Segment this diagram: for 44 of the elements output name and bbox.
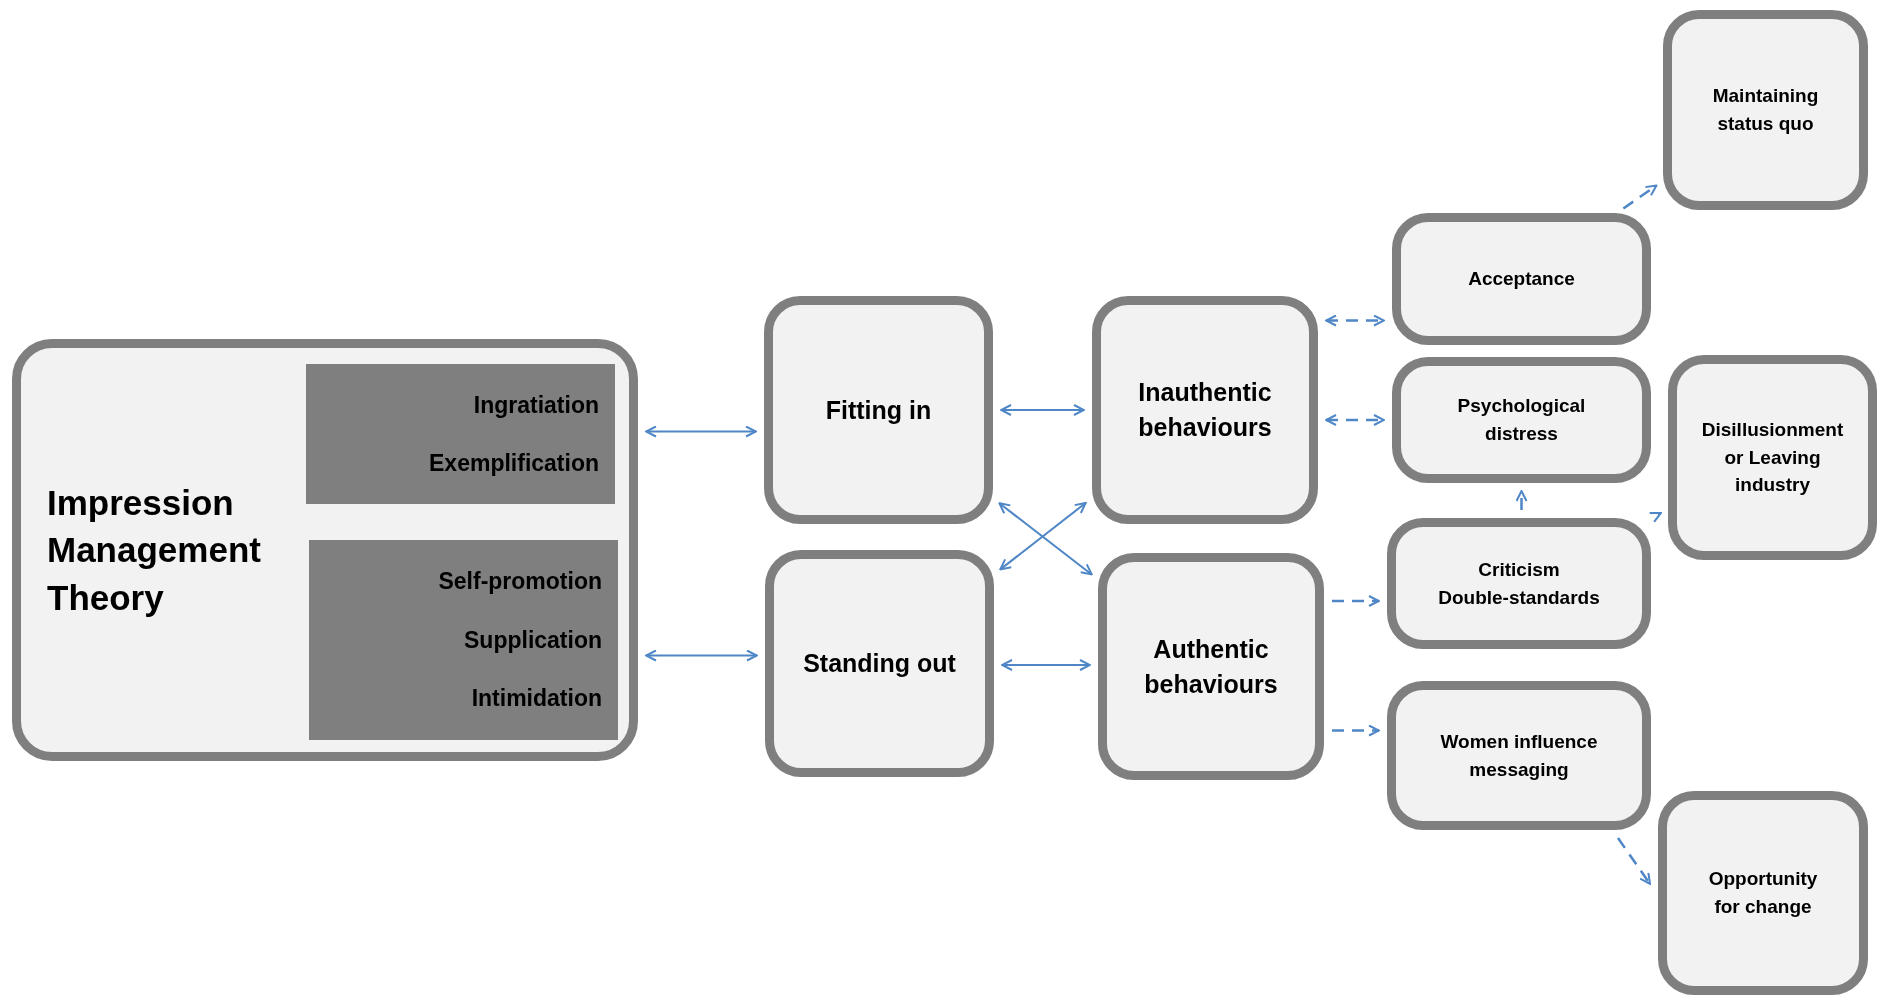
arrow <box>1648 511 1662 523</box>
box-label: Fitting in <box>825 394 932 426</box>
rounded-box <box>1387 518 1651 649</box>
box-label: Inauthentic behaviours <box>1137 377 1273 443</box>
category-label: Self-promotion <box>438 567 602 597</box>
arrow <box>1325 414 1385 426</box>
rounded-box <box>1092 296 1318 524</box>
category-label: Ingratiation <box>473 390 599 420</box>
arrow <box>1616 837 1652 885</box>
rounded-box <box>1387 681 1651 830</box>
arrow <box>1332 724 1380 737</box>
box-label: Impression Management Theory <box>47 482 262 619</box>
box-label: Opportunity for change <box>1707 867 1819 919</box>
box-label: Women influence messaging <box>1439 729 1599 782</box>
box-label: Criticism <box>1478 557 1560 582</box>
arrow <box>1515 490 1528 510</box>
rounded-box <box>1668 355 1877 560</box>
rounded-box <box>1663 10 1868 210</box>
rounded-box <box>1098 553 1324 780</box>
category-panel <box>306 364 615 504</box>
arrow <box>1001 659 1091 671</box>
box-label: Standing out <box>803 648 956 679</box>
box-label: Acceptance <box>1468 267 1575 292</box>
box-label: Psychological distress <box>1456 394 1587 446</box>
arrow <box>1325 314 1385 327</box>
arrow <box>1622 184 1658 210</box>
rounded-box <box>1392 213 1651 345</box>
rounded-box <box>12 339 638 761</box>
box-label: Authentic behaviours <box>1143 633 1279 700</box>
arrow <box>1332 595 1380 607</box>
arrow <box>1000 404 1085 416</box>
box-label: Double-standards <box>1438 585 1600 610</box>
rounded-box <box>764 296 993 524</box>
rounded-box <box>1658 791 1868 995</box>
rounded-box <box>1392 357 1651 483</box>
category-label: Supplication <box>464 625 602 655</box>
category-panel <box>309 540 618 740</box>
category-label: Exemplification <box>429 448 599 478</box>
category-label: Intimidation <box>471 684 602 714</box>
arrow <box>645 425 757 438</box>
rounded-box <box>765 550 994 777</box>
box-label: Maintaining status quo <box>1711 84 1820 136</box>
arrow <box>645 649 758 662</box>
box-label: Disillusionment or Leaving industry <box>1701 418 1844 498</box>
